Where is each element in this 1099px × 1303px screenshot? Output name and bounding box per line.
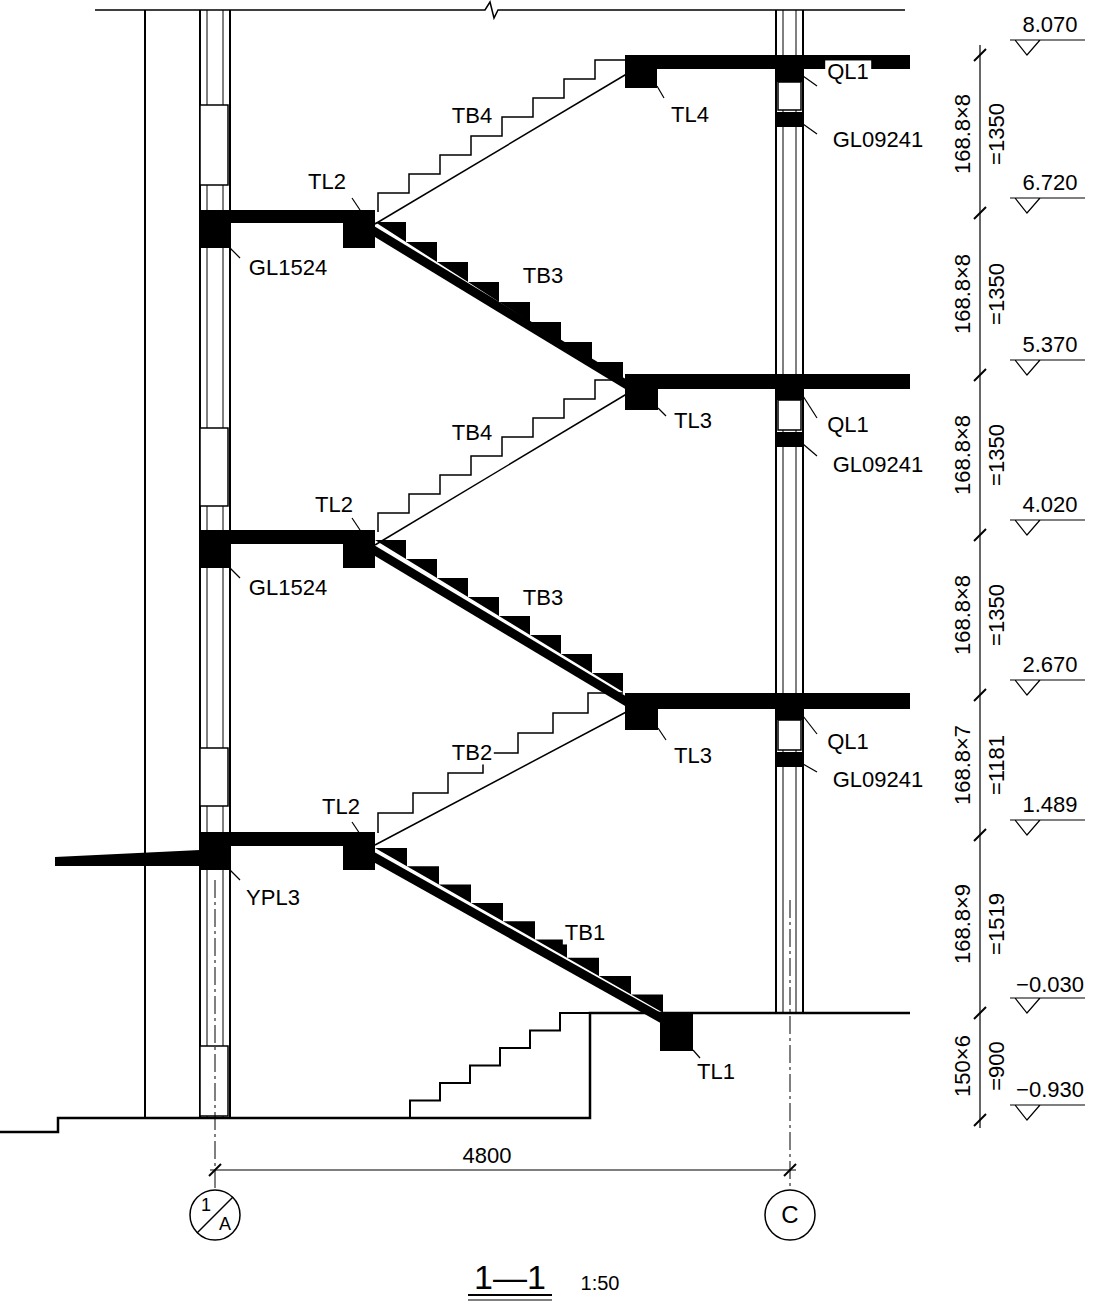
drawing-label: 5.370 [1020,333,1079,356]
drawing-label: TL1 [695,1060,737,1083]
drawing-label: 168.8×8 [951,573,974,657]
drawing-label: =1350 [985,101,1008,167]
drawing-label: TL4 [669,103,711,126]
section-title: 1—1 [474,1260,546,1294]
drawing-label: 4800 [461,1144,514,1167]
drawing-label: 168.8×8 [951,413,974,497]
drawing-label: =1181 [985,733,1008,797]
drawing-label: 168.8×8 [951,92,974,176]
drawing-label: YPL3 [244,886,302,909]
drawing-label: TB3 [521,586,565,609]
drawing-label: =1519 [985,891,1008,957]
drawing-label: QL1 [825,413,871,436]
drawing-label: −0.030 [1014,973,1086,996]
drawing-label: GL1524 [247,256,329,279]
drawing-label: A [217,1215,233,1234]
drawing-label: 168.8×9 [951,882,974,966]
drawing-label: QL1 [825,730,871,753]
drawing-label: C [779,1202,800,1227]
drawing-label: TL3 [672,744,714,767]
drawing-label: −0.930 [1014,1078,1086,1101]
drawing-label: =1350 [985,422,1008,488]
drawing-label: TB2 [450,741,494,764]
drawing-label: TB3 [521,264,565,287]
drawing-label: GL09241 [831,128,926,151]
drawing-label: 4.020 [1020,493,1079,516]
drawing-label: TL2 [313,493,355,516]
drawing-label: =1350 [985,582,1008,648]
drawing-label: 2.670 [1020,653,1079,676]
drawing-label: 1 [199,1196,213,1215]
drawing-label: TB1 [563,921,607,944]
drawing-label: GL1524 [247,576,329,599]
drawing-label: 150×6 [951,1033,974,1099]
drawing-label: 8.070 [1020,13,1079,36]
drawing-label: QL1 [825,60,871,83]
drawing-label: TL2 [306,170,348,193]
drawing-label: 1.489 [1020,793,1079,816]
drawing-label: 168.8×7 [951,723,974,807]
drawing-label: TL3 [672,409,714,432]
drawing-label: GL09241 [831,453,926,476]
drawing-label: =1350 [985,261,1008,327]
drawing-label: TB4 [450,104,494,127]
drawing-label: GL09241 [831,768,926,791]
drawing-label: =900 [985,1039,1008,1093]
drawing-label: 6.720 [1020,171,1079,194]
drawing-label: TB4 [450,421,494,444]
drawing-label: 168.8×8 [951,252,974,336]
drawing-label: TL2 [320,795,362,818]
drawing-label: 1:50 [579,1273,622,1294]
